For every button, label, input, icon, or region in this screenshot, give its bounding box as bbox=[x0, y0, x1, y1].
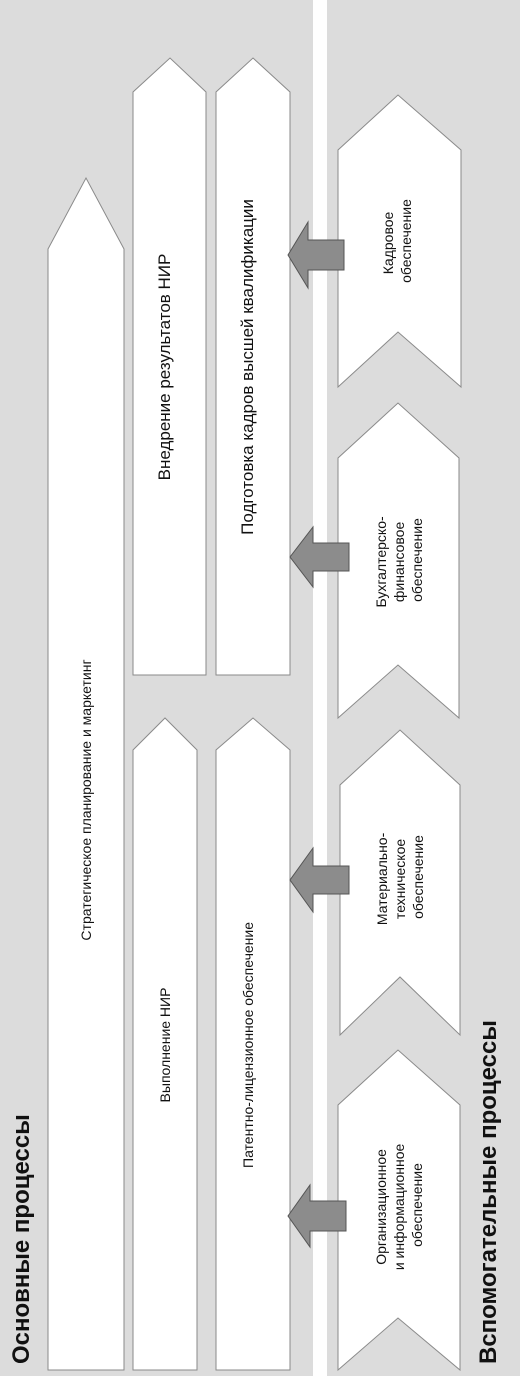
support-process-hr-line-2: обеспечение bbox=[398, 199, 414, 283]
connector-arrow-org-info bbox=[287, 1183, 347, 1249]
support-process-logistics-line-1: Материально- bbox=[374, 832, 390, 925]
main-process-research: Выполнение НИР bbox=[132, 717, 198, 1371]
main-process-patent: Патентно-лицензионное обеспечение bbox=[215, 717, 291, 1371]
support-process-hr-label: Кадровое обеспечение bbox=[380, 199, 414, 283]
main-process-training-label: Подготовка кадров высшей квалификации bbox=[238, 199, 257, 535]
main-process-patent-label: Патентно-лицензионное обеспечение bbox=[240, 922, 256, 1168]
connector-arrow-finance bbox=[289, 525, 350, 589]
connector-arrow-logistics bbox=[289, 846, 350, 914]
support-process-org-info-label: Организационное и информационное обеспеч… bbox=[373, 1140, 425, 1270]
support-process-org-info-line-1: Организационное bbox=[373, 1149, 389, 1265]
support-process-finance: Бухгалтерско- финансовое обеспечение bbox=[337, 402, 460, 720]
main-process-training: Подготовка кадров высшей квалификации bbox=[215, 57, 291, 676]
main-process-implementation: Внедрение результатов НИР bbox=[132, 57, 207, 676]
support-process-logistics-line-3: обеспечение bbox=[410, 835, 426, 919]
support-process-org-info-line-3: обеспечение bbox=[409, 1163, 425, 1247]
panel-divider bbox=[313, 0, 327, 1376]
support-process-finance-line-2: финансовое bbox=[391, 522, 407, 603]
main-process-strategic: Стратегическое планирование и маркетинг bbox=[47, 176, 125, 1371]
support-process-logistics-line-2: техническое bbox=[392, 839, 408, 919]
main-process-implementation-label: Внедрение результатов НИР bbox=[155, 254, 174, 481]
support-process-org-info: Организационное и информационное обеспеч… bbox=[337, 1049, 461, 1372]
main-process-research-label: Выполнение НИР bbox=[157, 988, 173, 1103]
support-processes-title: Вспомогательные процессы bbox=[475, 1020, 502, 1364]
support-process-hr-line-1: Кадровое bbox=[380, 211, 396, 274]
support-process-org-info-line-2: и информационное bbox=[391, 1144, 407, 1271]
main-processes-title: Основные процессы bbox=[8, 1114, 35, 1364]
support-process-finance-line-3: обеспечение bbox=[409, 518, 425, 602]
main-process-strategic-label: Стратегическое планирование и маркетинг bbox=[78, 659, 94, 940]
connector-arrow-hr bbox=[287, 220, 345, 290]
support-process-finance-line-1: Бухгалтерско- bbox=[373, 516, 389, 608]
support-process-finance-label: Бухгалтерско- финансовое обеспечение bbox=[373, 512, 425, 607]
support-process-hr: Кадровое обеспечение bbox=[337, 94, 462, 389]
support-process-logistics-label: Материально- техническое обеспечение bbox=[374, 829, 426, 925]
support-process-logistics: Материально- техническое обеспечение bbox=[339, 729, 461, 1037]
